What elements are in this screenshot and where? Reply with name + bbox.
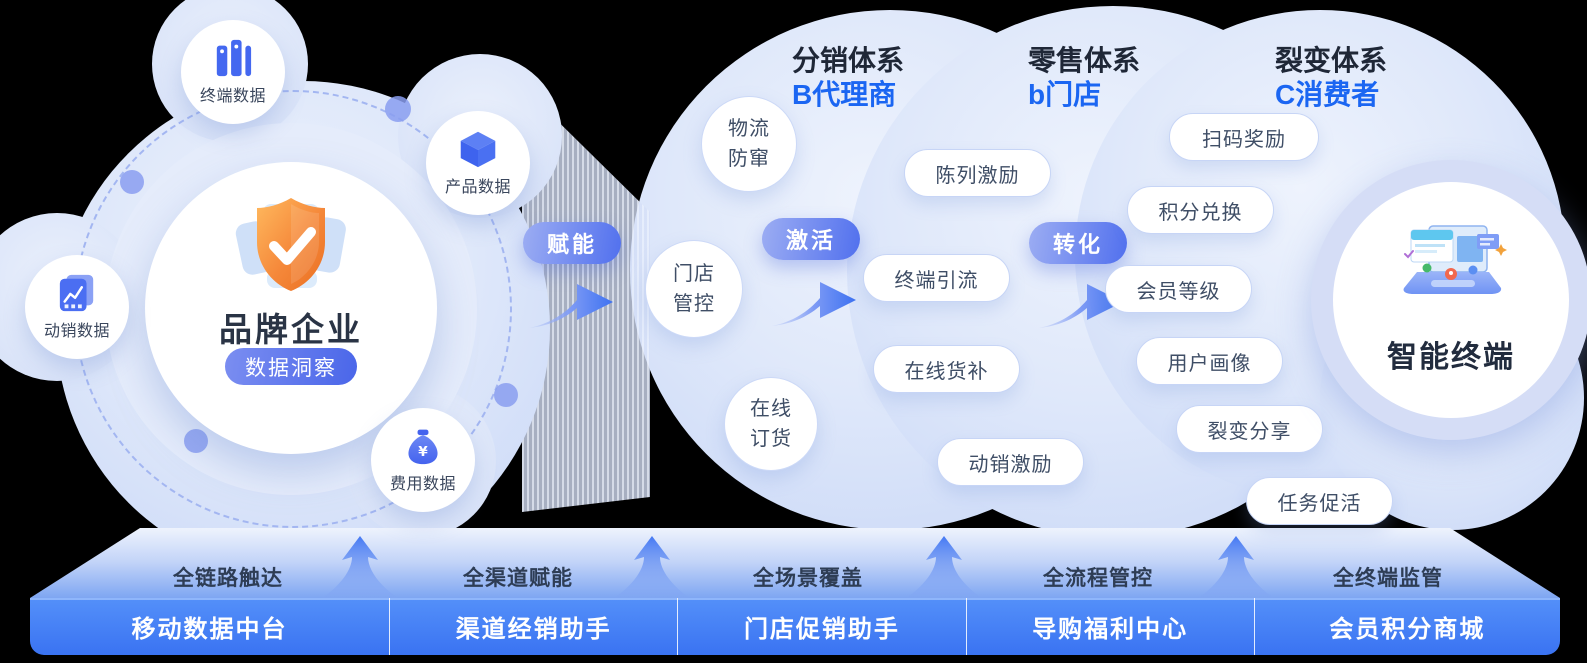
platform-top-surface <box>30 528 1560 598</box>
footer-item: 门店促销助手 <box>677 598 965 655</box>
data-source-label: 终端数据 <box>199 88 266 105</box>
orbit-dot <box>494 383 518 407</box>
footer-bar: 移动数据中台 渠道经销助手 门店促销助手 导购福利中心 会员积分商城 <box>30 598 1560 655</box>
flow-pill-activate: 激活 <box>762 218 860 260</box>
footer-item: 移动数据中台 <box>131 616 288 643</box>
footer-item: 导购福利中心 <box>965 598 1254 655</box>
flow-arrow-icon <box>529 284 613 328</box>
up-arrow-icon <box>322 536 398 598</box>
stage-header-fission: 裂变体系 C消费者 <box>1275 44 1495 112</box>
flow-arrow-icon <box>772 282 856 326</box>
stage-item-capsule: 用户画像 <box>1136 337 1283 385</box>
flow-pill-convert: 转化 <box>1029 222 1127 264</box>
data-source-terminal: 终端数据 <box>181 20 285 124</box>
flow-pill-empower: 赋能 <box>523 222 621 264</box>
stage-subtitle: B代理商 <box>792 79 897 110</box>
stage-item-capsule: 任务促活 <box>1246 477 1393 525</box>
stage-item-capsule: 终端引流 <box>863 254 1010 302</box>
data-source-expense: ¥ 费用数据 <box>371 408 475 512</box>
data-source-label: 动销数据 <box>43 323 110 340</box>
stage-header-retail: 零售体系 b门店 <box>1028 44 1248 112</box>
chart-doc-icon <box>59 274 94 312</box>
stage-subtitle: b门店 <box>1028 79 1102 110</box>
orbit-dot <box>120 170 144 194</box>
platform-label: 全场景覆盖 <box>753 567 863 590</box>
orbit-dot <box>385 96 411 122</box>
stage-item-circle: 物流 防窜 <box>701 96 797 192</box>
orbit-dot <box>184 429 208 453</box>
data-source-sales: 动销数据 <box>25 255 129 359</box>
stage-item-capsule: 陈列激励 <box>904 149 1051 197</box>
server-books-icon <box>216 39 252 77</box>
stage-item-capsule: 积分兑换 <box>1127 186 1274 234</box>
terminal-circle <box>1333 182 1569 418</box>
up-arrow-icon <box>1198 536 1274 598</box>
money-bag-icon: ¥ <box>408 429 438 465</box>
platform-label: 全链路触达 <box>173 567 283 590</box>
footer-item: 渠道经销助手 <box>389 598 677 655</box>
stage-item-capsule: 裂变分享 <box>1176 405 1323 453</box>
cube-icon <box>460 131 496 168</box>
hub-title: 品牌企业 <box>219 311 363 348</box>
terminal-label: 智能终端 <box>1387 341 1515 374</box>
stage-title: 分销体系 <box>792 45 905 76</box>
stage-subtitle: C消费者 <box>1275 79 1380 110</box>
stage-item-circle: 在线 订货 <box>724 377 818 471</box>
platform-label: 全终端监管 <box>1333 567 1443 590</box>
svg-text:¥: ¥ <box>418 444 428 460</box>
footer-item: 会员积分商城 <box>1253 598 1560 655</box>
stage-item-capsule: 会员等级 <box>1105 265 1252 313</box>
hub-badge: 数据洞察 <box>225 348 357 385</box>
stage-item-capsule: 在线货补 <box>873 345 1020 393</box>
shield-check-icon <box>235 198 346 291</box>
stage-item-capsule: 扫码奖励 <box>1169 113 1319 161</box>
stage-item-circle: 门店 管控 <box>645 240 743 338</box>
stage-title: 裂变体系 <box>1275 45 1388 76</box>
stage-title: 零售体系 <box>1028 45 1141 76</box>
up-arrow-icon <box>614 536 690 598</box>
platform-label: 全渠道赋能 <box>463 567 573 590</box>
laptop-icon <box>1403 225 1507 294</box>
data-source-label: 费用数据 <box>389 476 456 493</box>
flow-arrow-icon <box>1039 284 1123 328</box>
up-arrow-icon <box>906 536 982 598</box>
platform-label: 全流程管控 <box>1043 567 1153 590</box>
stage-item-capsule: 动销激励 <box>937 438 1084 486</box>
data-source-label: 产品数据 <box>444 179 511 196</box>
data-source-product: 产品数据 <box>426 111 530 215</box>
stage-header-distribution: 分销体系 B代理商 <box>792 44 1012 112</box>
